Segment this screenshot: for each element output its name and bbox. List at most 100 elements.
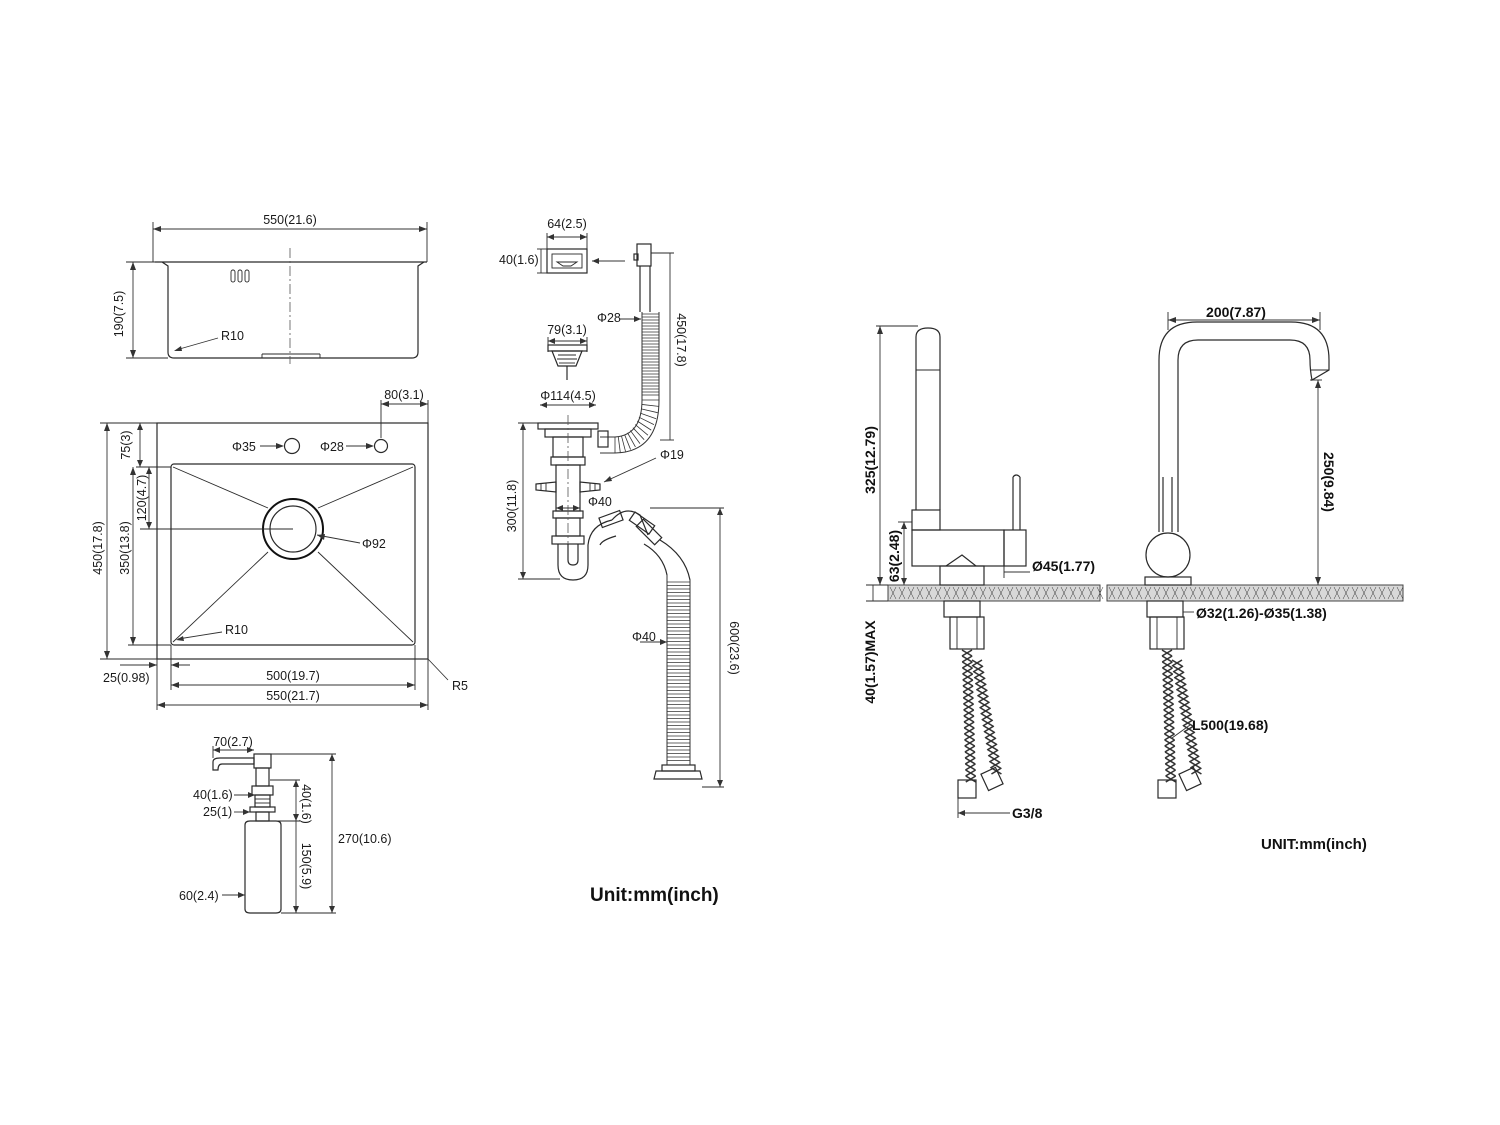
hatch-line [965, 769, 977, 777]
hatch-line [1185, 737, 1197, 745]
hatch-line [1108, 586, 1116, 600]
hatch-line [943, 586, 951, 600]
hatch-line [983, 725, 995, 733]
hatch-line [1117, 586, 1125, 600]
hatch-line [988, 586, 996, 600]
reach-label: 200(7.87) [1206, 304, 1266, 320]
hatch-line [1144, 586, 1152, 600]
bottle-height-label: 150(5.9) [299, 843, 313, 890]
hatch-line [987, 749, 999, 757]
hatch-line [964, 745, 976, 753]
hatch-line [1183, 725, 1195, 733]
hatch-line [1161, 661, 1173, 669]
hatch-line [1279, 586, 1287, 600]
hatch-line [1163, 721, 1175, 729]
hatch-line [1173, 671, 1185, 679]
hatch-line [1187, 749, 1199, 757]
hatch-line [964, 733, 975, 741]
hatch-line [1181, 713, 1193, 721]
drain-unit-label: Unit:mm(inch) [590, 885, 719, 906]
hatch-line [971, 659, 983, 667]
basket-label: 79(3.1) [547, 323, 587, 337]
collar-label: 40(1.6) [193, 788, 233, 802]
sink-height-label: 190(7.5) [112, 291, 126, 338]
hatch-line [1342, 586, 1350, 600]
hatch-line [1306, 586, 1314, 600]
hatch-line [1163, 703, 1175, 711]
hatch-line [974, 677, 986, 685]
hatch-line [1207, 586, 1215, 600]
hatch-line [970, 586, 978, 600]
hatch-line [962, 679, 974, 687]
hatch-line [637, 420, 652, 431]
hole-35-label: Φ35 [232, 440, 256, 454]
overflow-hose-ribs [614, 313, 659, 453]
hatch-line [963, 721, 975, 729]
braided-hoses-left [961, 649, 1002, 783]
hatch-line [1216, 586, 1224, 600]
hatch-line [1161, 655, 1173, 663]
hatch-line [979, 586, 987, 600]
hatch-line [1163, 709, 1175, 717]
spout-height-label: 250(9.84) [1321, 452, 1337, 512]
hatch-line [1225, 586, 1233, 600]
hatch-line [1297, 586, 1305, 600]
hatch-line [952, 586, 960, 600]
hatch-line [963, 703, 975, 711]
diameter-label: 60(2.4) [179, 889, 219, 903]
hatch-line [963, 715, 975, 723]
total-height-label: 325(12.79) [862, 426, 878, 494]
hole-28-label: Φ28 [320, 440, 344, 454]
outlet-dia-label: Φ40 [632, 630, 656, 644]
hatch-line [1333, 586, 1341, 600]
hatch-line [1164, 757, 1176, 765]
outlet-hose-ribs [667, 581, 690, 761]
hatch-line [624, 434, 631, 450]
hatch-line [1033, 586, 1041, 600]
hatch-line [962, 667, 973, 675]
hatch-line [1096, 586, 1104, 600]
hole-dia-label: Ø32(1.26)-Ø35(1.38) [1196, 605, 1327, 621]
hatch-line [1164, 751, 1176, 759]
hatch-line [962, 691, 974, 699]
hatch-line [986, 743, 998, 751]
hatch-line [934, 586, 942, 600]
hatch-line [1162, 667, 1173, 675]
hatch-line [621, 435, 626, 452]
hatch-line [1165, 775, 1177, 783]
hatch-line [1135, 586, 1143, 600]
hole-offset-label: 80(3.1) [384, 388, 424, 402]
hatch-line [638, 416, 655, 425]
hatch-line [1078, 586, 1086, 600]
hatch-line [1060, 586, 1068, 600]
outer-radius-label: R5 [452, 679, 468, 693]
edge-label: 25(0.98) [103, 671, 150, 685]
hatch-line [1162, 679, 1174, 687]
hatch-line [1180, 586, 1188, 600]
hatch-line [1163, 727, 1175, 735]
soap-dispenser: 70(2.7) 40(1.6) 25(1) 40(1.6) 150(5.9) 2… [179, 735, 392, 914]
pipe-dia-label: Φ40 [588, 495, 612, 509]
hatch-line [1324, 586, 1332, 600]
overflow-width-label: 64(2.5) [547, 217, 587, 231]
flange-label: Φ114(4.5) [540, 389, 596, 403]
thread-label: G3/8 [1012, 805, 1043, 821]
hatch-line [1006, 586, 1014, 600]
faucet-body [1145, 532, 1191, 578]
hatch-line [985, 737, 997, 745]
hatch-line [1179, 701, 1190, 709]
hose-length-label: L500(19.68) [1192, 717, 1268, 733]
hatch-line [980, 707, 992, 715]
tap-hole-28 [373, 438, 389, 454]
hatch-line [1184, 731, 1196, 739]
hatch-line [1288, 586, 1296, 600]
thread-label: 25(1) [203, 805, 232, 819]
hatch-line [981, 713, 993, 721]
hatch-line [1162, 691, 1174, 699]
hatch-line [889, 586, 897, 600]
corner-radius-label: R10 [225, 623, 248, 637]
hatch-line [1189, 586, 1197, 600]
hatch-line [961, 655, 973, 663]
hatch-line [1378, 586, 1386, 600]
